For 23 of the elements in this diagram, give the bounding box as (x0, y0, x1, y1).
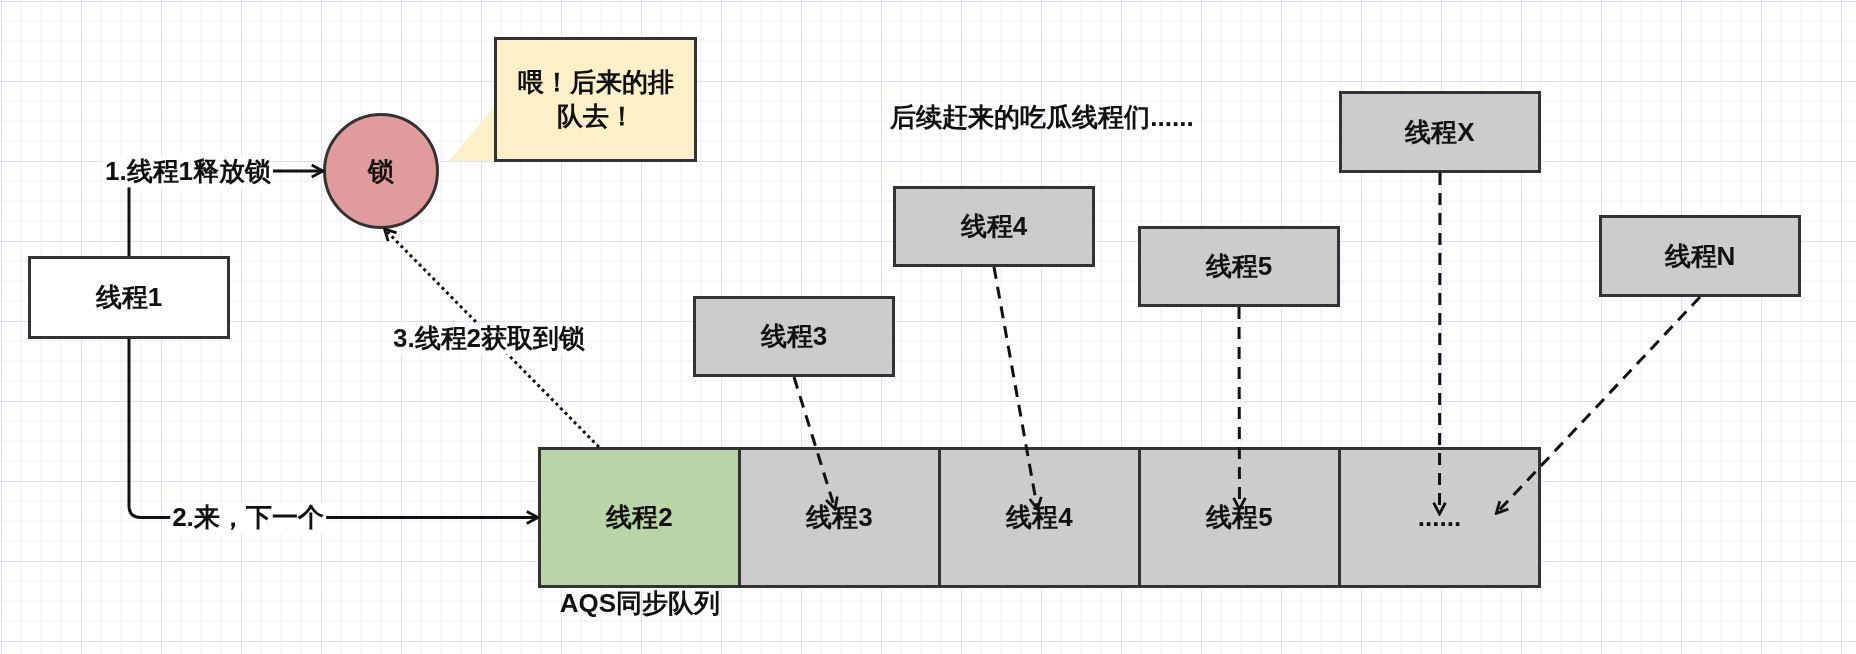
queue-cell: 线程5 (1138, 447, 1341, 588)
thread-box: 线程1 (28, 256, 230, 339)
queue-cell: ...... (1338, 447, 1541, 588)
arrow (1494, 295, 1702, 515)
arrow (383, 227, 600, 449)
queue-cell: 线程2 (538, 447, 741, 588)
arrow (1232, 307, 1247, 511)
thread-box: 线程N (1599, 215, 1801, 297)
note-text: 后续赶来的吃瓜线程们...... (890, 102, 1194, 134)
arrow (1432, 173, 1447, 516)
arrow (792, 376, 839, 511)
queue-cell: 线程3 (738, 447, 941, 588)
edge-label: 2.来，下一个 (170, 502, 326, 534)
thread-box: 线程3 (693, 296, 895, 377)
queue-cell: 线程4 (938, 447, 1141, 588)
thread-box: 线程4 (893, 186, 1095, 267)
queue-label: AQS同步队列 (559, 588, 721, 620)
arrow (992, 266, 1043, 511)
edge-label: 1.线程1释放锁 (102, 156, 274, 188)
thread-box: 线程X (1339, 91, 1541, 173)
arrow (127, 339, 540, 525)
thread-box: 线程5 (1138, 226, 1340, 307)
edge-label: 3.线程2获取到锁 (390, 323, 588, 355)
